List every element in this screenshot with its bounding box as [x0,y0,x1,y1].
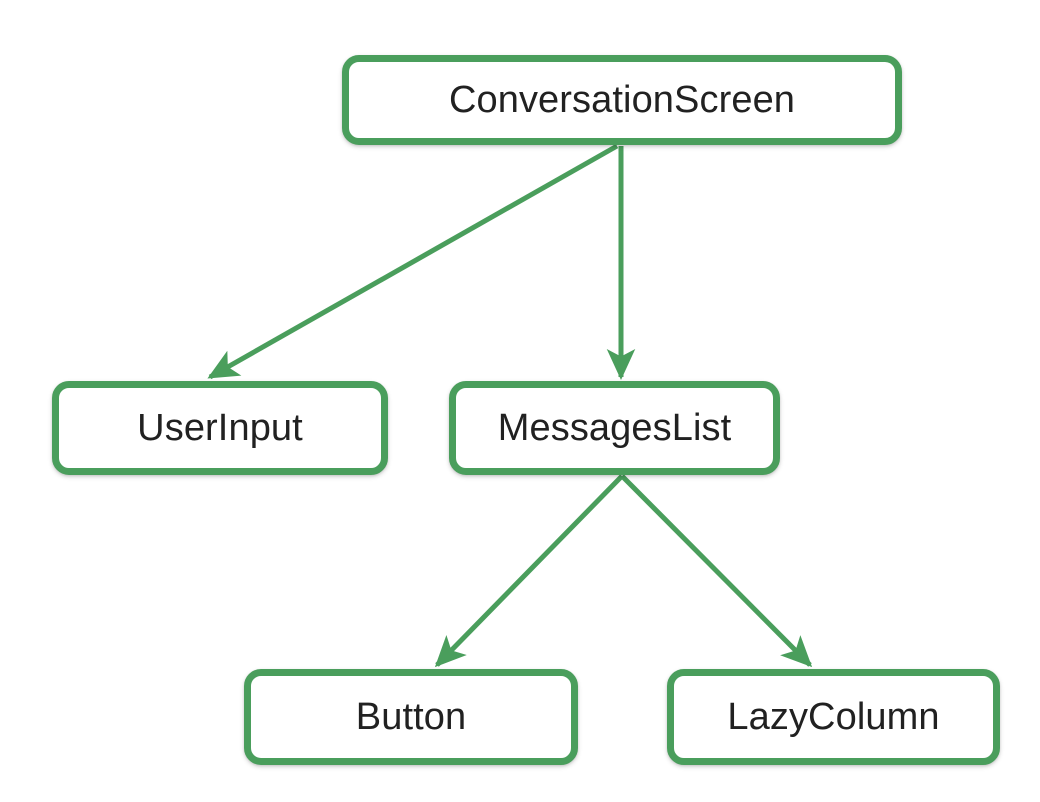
node-conversationscreen[interactable]: ConversationScreen [342,55,902,145]
node-userinput[interactable]: UserInput [52,381,388,475]
node-label-conversationscreen: ConversationScreen [448,79,796,121]
node-label-messageslist: MessagesList [497,407,732,449]
edge-messageslist-to-button [434,474,624,668]
node-label-lazycolumn: LazyColumn [727,696,940,738]
node-messageslist[interactable]: MessagesList [449,381,780,475]
node-label-userinput: UserInput [137,407,303,449]
node-lazycolumn[interactable]: LazyColumn [667,669,1000,765]
node-button[interactable]: Button [244,669,578,765]
edge-messageslist-to-lazycolumn [620,474,813,668]
edge-conversationscreen-to-userinput [207,143,619,380]
node-label-button: Button [355,696,467,738]
